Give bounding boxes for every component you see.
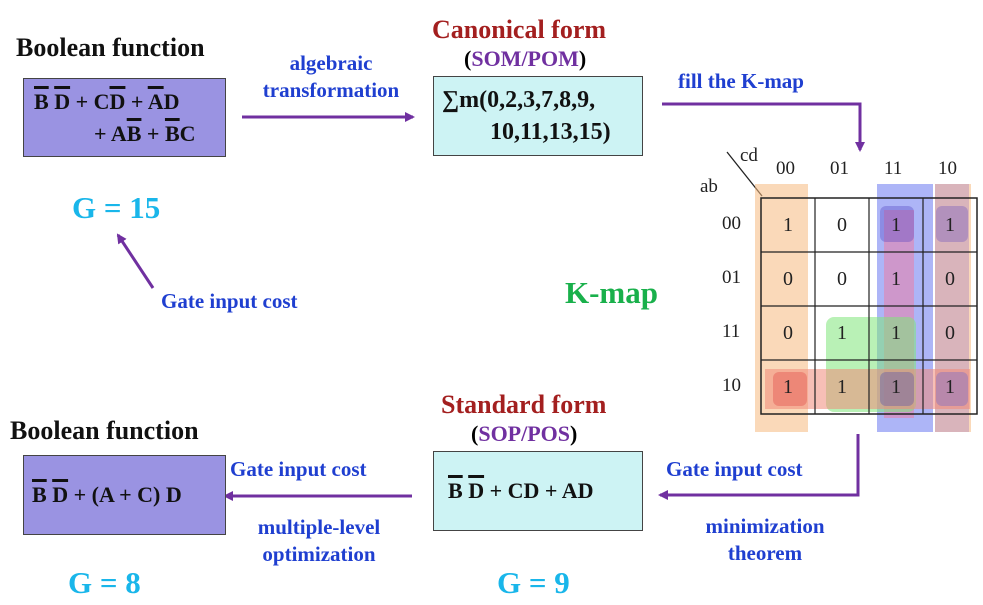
arrow-minimization bbox=[658, 434, 860, 500]
expr-term: B bbox=[32, 482, 47, 507]
expr-term: + (A + C) D bbox=[68, 482, 182, 507]
standard-subtitle: (SOP/POS) bbox=[471, 421, 578, 446]
standard-expr: B D + CD + AD bbox=[448, 478, 594, 504]
standard-box: B D + CD + AD bbox=[433, 451, 643, 531]
kmap-row-header: 00 bbox=[722, 213, 741, 234]
gate-cost-label-top: Gate input cost bbox=[161, 289, 298, 313]
expr-term: C bbox=[179, 121, 196, 146]
kmap-row-header: 10 bbox=[722, 375, 741, 396]
kmap-col-header: 10 bbox=[938, 158, 957, 179]
gate-cost-bottom: G = 8 bbox=[68, 565, 141, 600]
arrow-fill-kmap bbox=[662, 102, 865, 152]
kmap-cell: 1 bbox=[891, 213, 901, 236]
fill-kmap-label: fill the K-map bbox=[678, 69, 804, 93]
kmap-cell: 1 bbox=[891, 375, 901, 398]
kmap-col-header: 11 bbox=[884, 158, 903, 179]
kmap-col-header: 00 bbox=[776, 158, 795, 179]
kmap-cell: 0 bbox=[783, 267, 793, 290]
kmap-cell: 1 bbox=[837, 375, 847, 398]
expr-term: + CD + AD bbox=[484, 478, 594, 503]
multilevel-label: multiple-level optimization bbox=[257, 515, 381, 566]
gate-cost-label-multi: Gate input cost bbox=[230, 457, 367, 481]
kmap-col-header: 01 bbox=[830, 158, 849, 179]
kmap-cell: 1 bbox=[783, 375, 793, 398]
gate-cost-standard: G = 9 bbox=[497, 565, 570, 600]
expr-term: + bbox=[125, 89, 148, 114]
kmap-cell: 0 bbox=[837, 213, 847, 236]
kmap-cell: 1 bbox=[783, 213, 793, 236]
kmap-label: K-map bbox=[565, 275, 658, 310]
gate-cost-label-min: Gate input cost bbox=[666, 457, 803, 481]
expr-term: B bbox=[164, 121, 180, 146]
kmap-row-header: 01 bbox=[722, 267, 741, 288]
canonical-box: ∑m(0,2,3,7,8,9, 10,11,13,15) bbox=[433, 76, 643, 156]
expr-term: + bbox=[141, 121, 165, 146]
expr-term: D bbox=[54, 89, 71, 114]
expr-term: D bbox=[52, 482, 69, 507]
arrow-cost-up bbox=[116, 233, 155, 289]
kmap-cell: 1 bbox=[891, 267, 901, 290]
kmap-cell: 0 bbox=[945, 321, 955, 344]
boolean-function-box-bottom: B D + (A + C) D bbox=[23, 455, 226, 535]
expr-term: + A bbox=[94, 121, 127, 146]
expr-term: D bbox=[109, 89, 126, 114]
boolean-expr-top-line2: + AB + BC bbox=[94, 121, 196, 147]
algebraic-label: algebraic transformation bbox=[262, 51, 400, 102]
canonical-subtitle: (SOM/POM) bbox=[464, 46, 587, 71]
boolean-function-title-top: Boolean function bbox=[16, 33, 205, 62]
kmap-cell: 0 bbox=[783, 321, 793, 344]
expr-term: D bbox=[163, 89, 180, 114]
expr-term: B bbox=[126, 121, 142, 146]
kmap-cell: 0 bbox=[945, 267, 955, 290]
expr-term: A bbox=[147, 89, 164, 114]
expr-term: D bbox=[468, 478, 485, 503]
kmap-cell: 1 bbox=[945, 213, 955, 236]
boolean-function-title-bottom: Boolean function bbox=[10, 416, 199, 445]
expr-term: B bbox=[34, 89, 49, 114]
kmap-cell: 0 bbox=[837, 267, 847, 290]
expr-term: B bbox=[448, 478, 463, 503]
standard-title: Standard form bbox=[441, 390, 607, 419]
boolean-expr-bottom: B D + (A + C) D bbox=[32, 482, 182, 508]
boolean-expr-top-line1: B D + CD + AD bbox=[34, 89, 180, 115]
kmap-cell: 1 bbox=[837, 321, 847, 344]
kmap-row-header: 11 bbox=[722, 321, 741, 342]
canonical-expr-line1: ∑m(0,2,3,7,8,9, bbox=[442, 87, 596, 113]
kmap-cell: 1 bbox=[945, 375, 955, 398]
boolean-function-box-top: B D + CD + AD + AB + BC bbox=[23, 78, 226, 157]
kmap-ab-label: ab bbox=[700, 176, 718, 197]
canonical-title: Canonical form bbox=[432, 15, 607, 44]
expr-term: + C bbox=[70, 89, 110, 114]
kmap-cell: 1 bbox=[891, 321, 901, 344]
gate-cost-top: G = 15 bbox=[72, 190, 161, 225]
canonical-expr-line2: 10,11,13,15) bbox=[490, 119, 611, 145]
minimization-label: minimization theorem bbox=[705, 514, 825, 565]
kmap-cd-label: cd bbox=[740, 145, 758, 166]
